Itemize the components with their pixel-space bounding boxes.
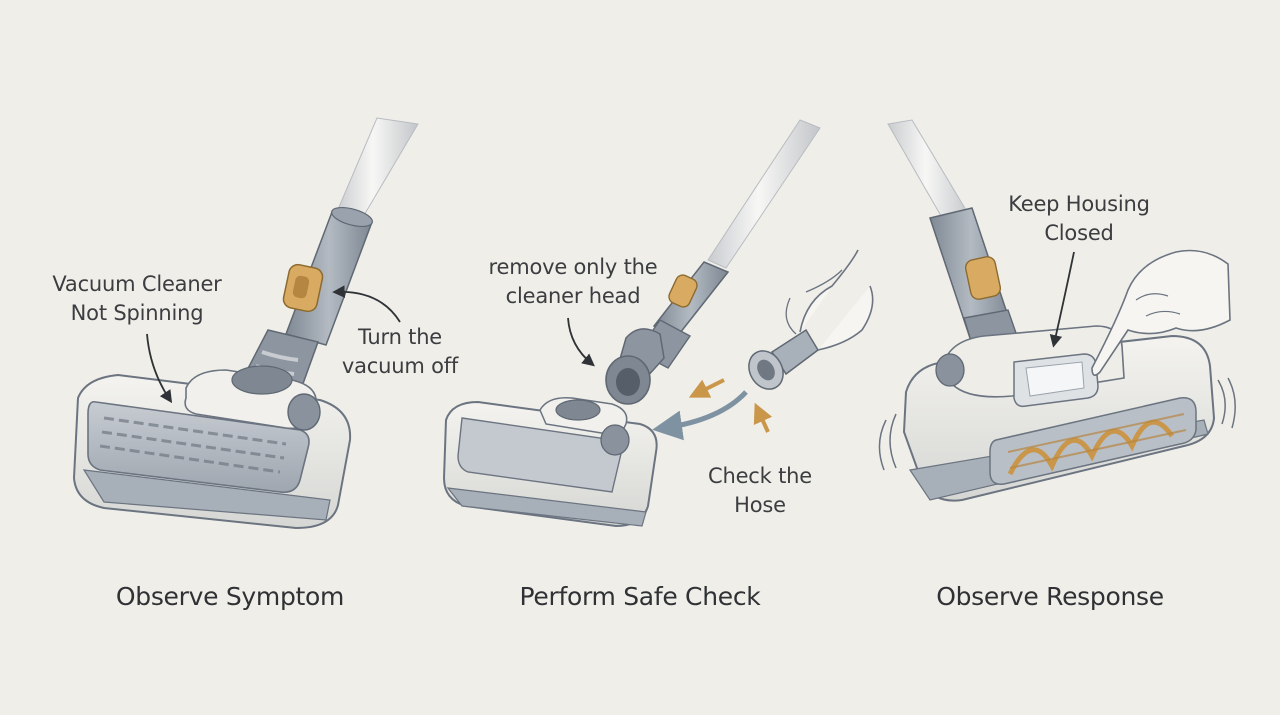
label-remove-head: remove only the cleaner head: [478, 253, 668, 311]
label-line: Hose: [734, 493, 786, 517]
panel-3-vacuum: [878, 119, 1236, 502]
power-switch-icon-3: [964, 256, 1002, 300]
label-line: remove only the: [488, 255, 658, 279]
label-line: cleaner head: [505, 284, 641, 308]
power-switch-icon-2: [668, 274, 698, 308]
label-line: Keep Housing: [1008, 192, 1150, 216]
label-turn-off: Turn the vacuum off: [330, 323, 470, 381]
panel-2-vacuum: [442, 119, 874, 528]
label-line: Vacuum Cleaner: [52, 272, 222, 296]
label-line: Not Spinning: [70, 301, 204, 325]
hand-icon: [1091, 249, 1231, 376]
caption-observe-symptom: Observe Symptom: [115, 582, 345, 611]
label-line: Turn the: [357, 325, 443, 349]
label-not-spinning: Vacuum Cleaner Not Spinning: [42, 270, 232, 328]
label-line: vacuum off: [341, 354, 459, 378]
panel-1-vacuum: [72, 117, 419, 530]
label-keep-closed: Keep Housing Closed: [994, 190, 1164, 248]
label-check-hose: Check the Hose: [700, 462, 820, 520]
label-line: Closed: [1044, 221, 1114, 245]
caption-observe-response: Observe Response: [936, 582, 1164, 611]
caption-perform-safe-check: Perform Safe Check: [519, 582, 761, 611]
label-line: Check the: [708, 464, 812, 488]
